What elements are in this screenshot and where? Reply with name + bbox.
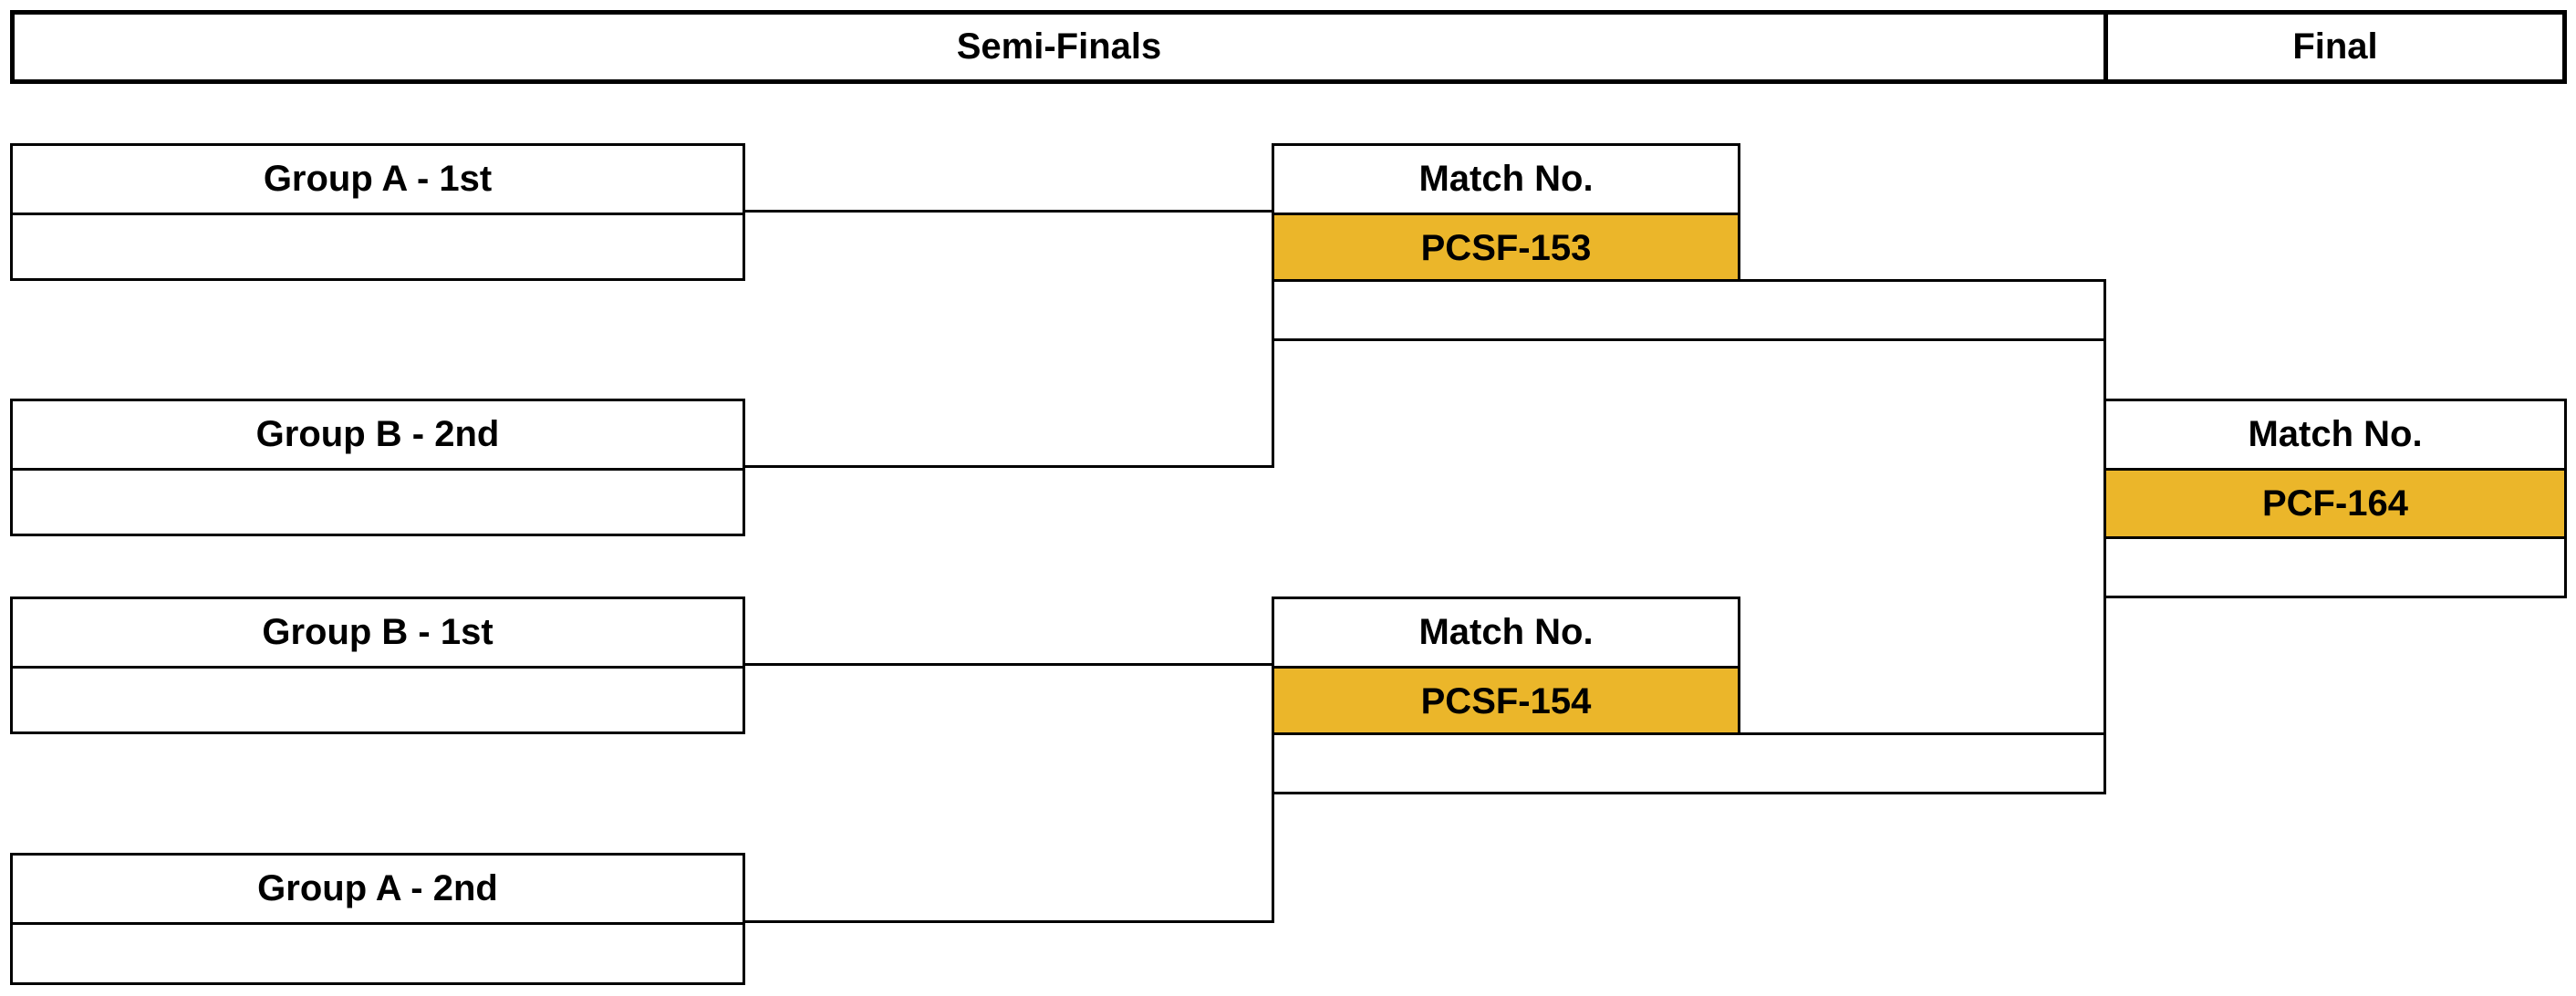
semi-final-winner-2 [1272,732,2106,794]
winner-field[interactable] [1274,735,2103,792]
semi-final-match-1: Match No. PCSF-153 [1272,143,1740,281]
semi-finals-label: Semi-Finals [956,26,1162,67]
connector-line [2103,534,2106,794]
match-code: PCF-164 [2106,471,2564,539]
match-title: Match No. [1274,599,1738,669]
connector-line [742,210,1274,213]
connector-line [1272,792,1274,923]
semi-final-winner-1 [1272,279,2106,341]
slot-label: Group A - 2nd [13,856,743,925]
slot-label: Group B - 2nd [13,401,743,471]
match-title: Match No. [1274,146,1738,215]
slot-group-b-2nd: Group B - 2nd [10,399,745,536]
final-match: Match No. PCF-164 [2103,399,2567,598]
winner-field[interactable] [1274,282,2103,338]
connector-line [742,465,1274,468]
connector-line [742,920,1274,923]
connector-line [742,663,1274,666]
slot-group-a-2nd: Group A - 2nd [10,853,745,985]
winner-field[interactable] [2106,539,2564,598]
connector-line [1272,279,1274,468]
slot-team-field[interactable] [13,925,743,985]
match-code: PCSF-154 [1274,669,1738,734]
slot-group-b-1st: Group B - 1st [10,597,745,734]
match-code: PCSF-153 [1274,215,1738,281]
slot-group-a-1st: Group A - 1st [10,143,745,281]
slot-label: Group A - 1st [13,146,743,215]
semi-final-match-2: Match No. PCSF-154 [1272,597,1740,734]
semi-finals-header: Semi-Finals [10,10,2108,84]
match-title: Match No. [2106,401,2564,471]
slot-team-field[interactable] [13,215,743,281]
slot-team-field[interactable] [13,471,743,536]
slot-team-field[interactable] [13,669,743,734]
final-header: Final [2103,10,2567,84]
slot-label: Group B - 1st [13,599,743,669]
final-label: Final [2292,26,2378,67]
